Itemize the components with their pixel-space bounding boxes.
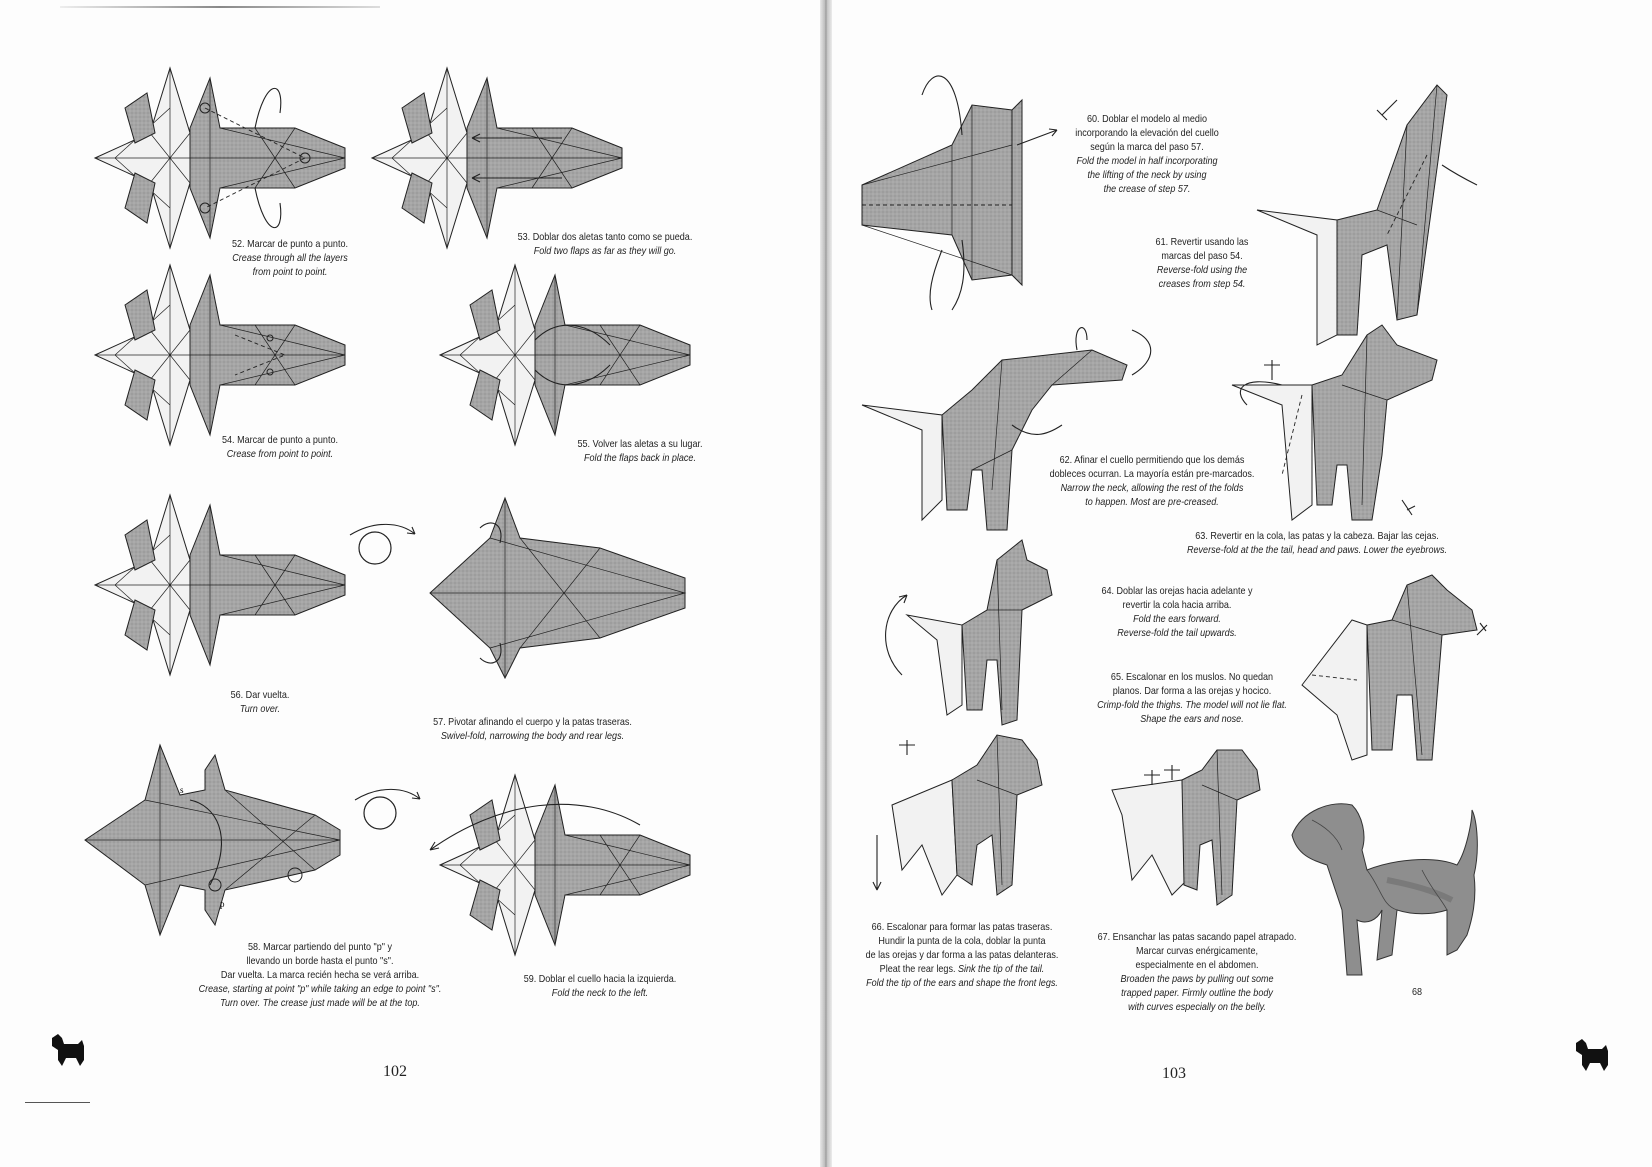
step-53-caption: 53. Doblar dos aletas tanto como se pued… — [517, 231, 693, 257]
step-56-caption: 56. Dar vuelta. Turn over. — [230, 689, 290, 715]
page-number-right: 103 — [1162, 1065, 1186, 1082]
scottie-dog-icon — [1572, 1035, 1612, 1075]
step-58-diagram: s p — [84, 743, 345, 937]
right-page: 60. Doblar el modelo al medio incorporan… — [832, 0, 1652, 1167]
step-52-caption: 52. Marcar de punto a punto. Crease thro… — [232, 238, 348, 278]
step-63-diagram — [1222, 324, 1462, 525]
step-64-caption: 64. Doblar las orejas hacia adelante y r… — [1101, 585, 1253, 639]
step-61-diagram — [1256, 84, 1487, 346]
step-58-caption: 58. Marcar partiendo del punto "p" y lle… — [198, 941, 442, 1009]
step-57-caption: 57. Pivotar afinando el cuerpo y la pata… — [433, 716, 632, 742]
step-66-caption: 65. Escalonar en los muslos. No quedan 6… — [865, 921, 1059, 989]
turn-over-icon — [345, 520, 425, 570]
step-67-diagram — [1092, 745, 1272, 915]
step-65-caption: 65. Escalonar en los muslos. No quedan p… — [1097, 671, 1287, 725]
step-62-diagram — [861, 320, 1162, 531]
page-edge-line — [25, 1102, 90, 1103]
step-52-diagram — [94, 67, 346, 249]
turn-over-icon — [350, 785, 430, 835]
book-spine — [820, 0, 832, 1167]
step-59-caption: 59. Doblar el cuello hacia la izquierda.… — [523, 973, 677, 999]
page-number-left: 102 — [383, 1063, 407, 1080]
step-65-diagram — [1292, 565, 1492, 765]
step-67-caption: 66. Escalonar para formar las patas tras… — [1097, 931, 1297, 1013]
step-62-caption: 62. Afinar el cuello permitiendo que los… — [1049, 454, 1255, 508]
scottie-dog-icon — [48, 1030, 88, 1070]
step-63-caption: 63. Revertir en la cola, las patas y la … — [1186, 530, 1448, 556]
step-56-diagram — [94, 494, 346, 676]
point-s-label: s — [180, 785, 184, 795]
step-55-diagram — [439, 264, 691, 446]
step-66-diagram — [862, 725, 1062, 905]
step-53-diagram — [371, 67, 623, 249]
point-p-label: p — [220, 899, 225, 909]
step-68-label: 68 — [1411, 986, 1423, 998]
step-59-diagram — [429, 774, 691, 956]
page-edge-shadow — [60, 6, 380, 8]
step-68-finished-model — [1282, 790, 1492, 990]
left-page: 52. Marcar de punto a punto. Crease thro… — [0, 0, 820, 1167]
step-54-diagram — [94, 264, 346, 446]
step-64-diagram — [877, 539, 1077, 730]
step-60-diagram — [861, 75, 1062, 315]
step-57-diagram — [429, 496, 690, 680]
step-55-caption: 55. Volver las aletas a su lugar. Fold t… — [577, 438, 703, 464]
step-60-caption: 60. Doblar el modelo al medio incorporan… — [1075, 113, 1219, 195]
step-61-caption: 61. Revertir usando las marcas del paso … — [1155, 236, 1249, 290]
step-54-caption: 54. Marcar de punto a punto. Crease from… — [222, 434, 338, 460]
